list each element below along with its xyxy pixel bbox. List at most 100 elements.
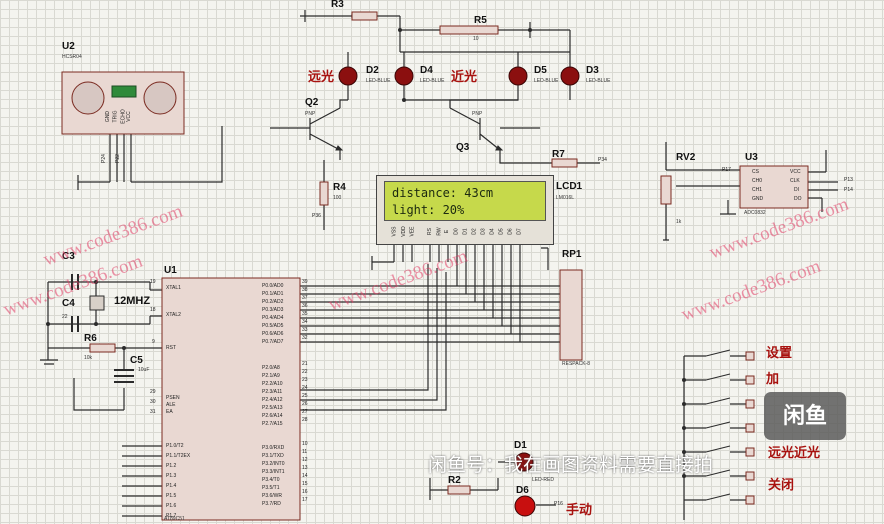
u1-pin: P2.2/A10: [262, 381, 283, 387]
d5-part: LED-BLUE: [534, 78, 559, 84]
u1-pin-num: 15: [302, 481, 308, 487]
r6-value: 10k: [84, 355, 93, 361]
d3-ref: D3: [586, 65, 599, 76]
u1-pin-num: 13: [302, 465, 308, 471]
u3-pin-clk: CLK: [790, 178, 800, 184]
u1-pin: RST: [166, 345, 176, 351]
lcd-pin: D6: [507, 228, 514, 235]
lcd-pin: RW: [436, 227, 443, 236]
u1-ref: U1: [164, 265, 177, 276]
u2-pin-trig: TRIG: [112, 110, 119, 123]
lcd-pin: D4: [489, 228, 496, 235]
lcd-pin: D2: [471, 228, 478, 235]
c3-ref: C3: [62, 251, 75, 262]
u3-ref: U3: [745, 152, 758, 163]
d1-ref: D1: [514, 440, 527, 451]
xianyu-badge: 闲鱼: [764, 392, 846, 440]
u1-pin-num: 27: [302, 409, 308, 415]
u1-pin-num: 12: [302, 457, 308, 463]
u1-pin-num: 34: [302, 319, 308, 325]
q3-part: PNP: [472, 111, 483, 117]
u3-part: ADC0832: [744, 210, 766, 216]
u2-pin-vcc: VCC: [125, 111, 132, 122]
lcd-line-2: light: 20%: [392, 203, 465, 217]
r2-ref: R2: [448, 475, 461, 486]
u3-pin-num-3: P14: [844, 187, 853, 193]
u1-pin: P2.5/A13: [262, 405, 283, 411]
u1-pin: P1.1/T2EX: [166, 453, 191, 459]
label-far-near: 远光近光: [768, 445, 821, 460]
u1-pin-num: 16: [302, 489, 308, 495]
r4-pin: P36: [312, 213, 321, 219]
u1-pin-num: 32: [302, 335, 308, 341]
label-add: 加: [766, 371, 780, 386]
lcd-pin: VSS: [391, 226, 398, 237]
r7-pin: P34: [598, 157, 607, 163]
u1-pin-num: 19: [150, 279, 156, 285]
r5-value: 10: [473, 36, 479, 42]
u1-pin-num: 33: [302, 327, 308, 333]
r4-value: 100: [333, 195, 342, 201]
u1-pin: P2.1/A9: [262, 373, 280, 379]
u1-pin: XTAL1: [166, 285, 181, 291]
d5-ref: D5: [534, 65, 547, 76]
c5-value: 10uF: [138, 367, 150, 373]
lcd-pin: D3: [480, 228, 487, 235]
lcd1-part: LM016L: [556, 195, 575, 201]
u1-pin-num: 22: [302, 369, 308, 375]
lcd-pin: D5: [498, 228, 505, 235]
rv2-ref: RV2: [676, 152, 696, 163]
u3-pin-di: DI: [794, 187, 799, 193]
u3-pin-gnd: GND: [752, 196, 764, 202]
u1-pin: P3.6/WR: [262, 493, 283, 499]
u3-pin-num-1: P17: [722, 167, 731, 173]
u1-pin: P1.7: [166, 513, 177, 519]
u2-pin-num-1: P24: [100, 154, 107, 163]
q2-part: PNP: [305, 111, 316, 117]
u2-ref: U2: [62, 41, 75, 52]
r7-ref: R7: [552, 149, 565, 160]
u1-pin: P0.1/AD1: [262, 291, 284, 297]
u1-pin: P0.2/AD2: [262, 299, 284, 305]
d4-part: LED-BLUE: [420, 78, 445, 84]
u1-pin-num: 18: [150, 307, 156, 313]
u1-pin: P3.2/INT0: [262, 461, 285, 467]
u1-pin-num: 9: [152, 339, 155, 345]
rp1-part: RESPACK-8: [562, 361, 590, 367]
lcd-screen: distance: 43cm light: 20%: [384, 181, 546, 221]
u1-pin: P0.7/AD7: [262, 339, 284, 345]
c4-value: 22: [62, 314, 68, 320]
u1-pin-num: 26: [302, 401, 308, 407]
r5-ref: R5: [474, 15, 487, 26]
u1-pin: PSEN: [166, 395, 180, 401]
d2-part: LED-BLUE: [366, 78, 391, 84]
lcd-pin: D0: [453, 228, 460, 235]
u1-pin: P3.4/T0: [262, 477, 280, 483]
u1-pin-num: 11: [302, 449, 308, 455]
u1-pin: P2.7/A15: [262, 421, 283, 427]
d3-part: LED-BLUE: [586, 78, 611, 84]
lcd-pin: VDD: [400, 226, 407, 237]
q3-ref: Q3: [456, 142, 470, 153]
u1-pin: XTAL2: [166, 312, 181, 318]
u1-pin: P2.4/A12: [262, 397, 283, 403]
c4-ref: C4: [62, 298, 75, 309]
u2-pin-gnd: GND: [105, 110, 112, 123]
c5-ref: C5: [130, 355, 143, 366]
u1-pin: P0.4/AD4: [262, 315, 284, 321]
u1-pin: P1.5: [166, 493, 177, 499]
u1-pin: P2.3/A11: [262, 389, 283, 395]
u1-pin: P3.0/RXD: [262, 445, 285, 451]
u1-pin: P1.3: [166, 473, 177, 479]
lcd-pin: RS: [426, 228, 433, 235]
u1-pin: P2.0/A8: [262, 365, 280, 371]
u1-pin-num: 24: [302, 385, 308, 391]
d6-pin: P16: [554, 501, 563, 507]
u1-part: AT89C51: [164, 516, 185, 522]
u1-pin: P0.3/AD3: [262, 307, 284, 313]
u1-pin-num: 30: [150, 399, 156, 405]
u1-pin: P0.5/AD5: [262, 323, 284, 329]
u1-pin-num: 17: [302, 497, 308, 503]
